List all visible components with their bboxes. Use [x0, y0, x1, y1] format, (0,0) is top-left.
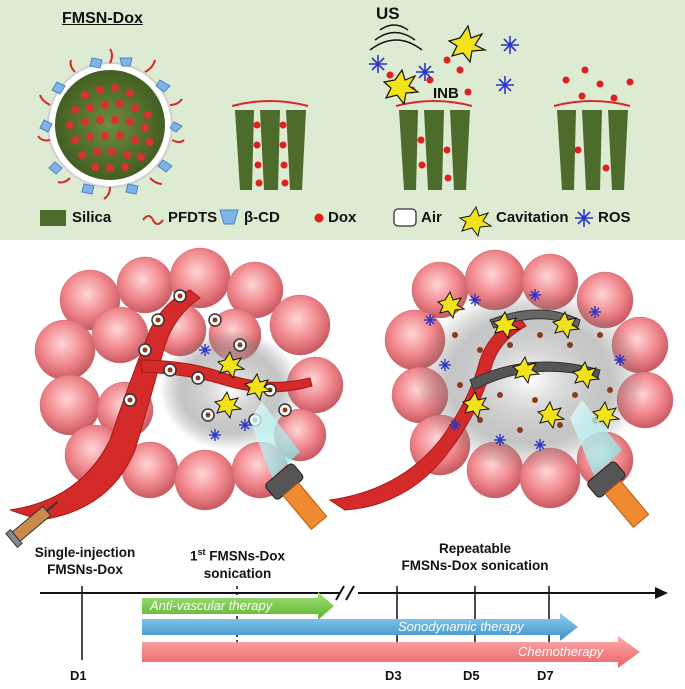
legend-air-swatch [393, 208, 417, 227]
event2-num: 1 [189, 548, 198, 564]
tumor-left [5, 247, 344, 549]
event-repeatable-sonication: Repeatable FMSNs-Dox sonication [370, 540, 580, 574]
event-first-sonication: 1st FMSNs-Dox sonication [170, 544, 305, 582]
fmsn-dox-title: FMSN-Dox [62, 10, 143, 27]
legend-bcd-label: β-CD [244, 209, 280, 226]
antivascular-label: Anti-vascular therapy [150, 598, 273, 613]
timeline [40, 585, 668, 668]
day-d5: D5 [463, 668, 480, 683]
event2-line1: 1st FMSNs-Dox [170, 544, 305, 565]
day-d7: D7 [537, 668, 554, 683]
legend-pfdts-swatch [142, 215, 164, 225]
pore-sonication [369, 24, 519, 190]
chemotherapy-arrow [142, 636, 640, 668]
antivascular-arrow [142, 592, 334, 620]
event3-line1: Repeatable [438, 541, 512, 556]
legend-dox-swatch [314, 213, 324, 223]
legend-cavitation-swatch [458, 205, 493, 238]
legend-silica-label: Silica [72, 209, 112, 226]
us-label: US [376, 4, 400, 23]
chemotherapy-label: Chemotherapy [518, 644, 604, 659]
legend-cavitation-label: Cavitation [496, 209, 569, 226]
event1-line1: Single-injection [34, 545, 136, 560]
event2-sup: st [197, 547, 206, 557]
legend-silica-swatch [40, 210, 66, 226]
legend-pfdts-label: PFDTS [168, 209, 218, 226]
pore-released [553, 66, 634, 190]
day-d3: D3 [385, 668, 402, 683]
fmsn-dox-particle [37, 48, 185, 200]
event2-line2: sonication [203, 565, 272, 581]
inb-label: INB [433, 85, 459, 102]
sonodynamic-label: Sonodynamic therapy [398, 619, 524, 634]
legend [40, 205, 593, 238]
legend-ros-swatch [575, 209, 593, 227]
legend-ros-label: ROS [598, 209, 631, 226]
legend-bcd-swatch [219, 209, 239, 225]
tumor-right [328, 249, 674, 529]
event3-line2: FMSNs-Dox sonication [401, 558, 549, 573]
event1-line2: FMSNs-Dox [47, 562, 123, 577]
event2-rest: FMSNs-Dox [205, 548, 286, 564]
pore-loaded [231, 100, 309, 190]
sonodynamic-arrow [142, 613, 578, 641]
day-d1: D1 [70, 668, 87, 683]
legend-dox-label: Dox [328, 209, 357, 226]
legend-air-label: Air [421, 209, 442, 226]
event-single-injection: Single-injection FMSNs-Dox [30, 544, 140, 578]
